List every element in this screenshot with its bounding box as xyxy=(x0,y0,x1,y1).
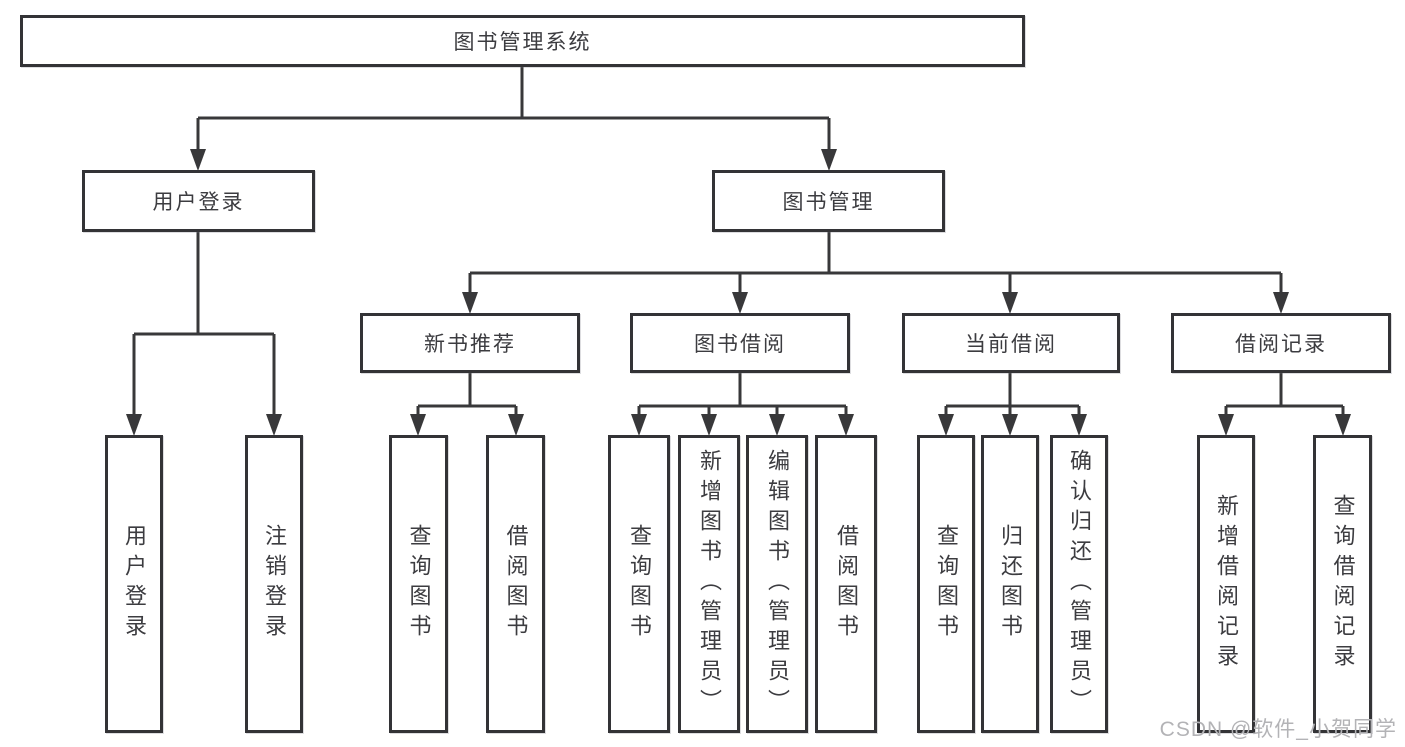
leaf-current-return-books-label: 归还图书 xyxy=(998,524,1023,644)
leaf-newbook-borrow-books: 借阅图书 xyxy=(486,435,545,733)
arrow-down-icon xyxy=(266,414,282,436)
node-book-borrow: 图书借阅 xyxy=(630,313,850,373)
arrow-down-icon xyxy=(1071,414,1087,436)
node-current-borrow-label: 当前借阅 xyxy=(965,333,1057,356)
arrow-down-icon xyxy=(410,414,426,436)
leaf-newbook-borrow-books-label: 借阅图书 xyxy=(503,524,529,644)
arrow-down-icon xyxy=(508,414,524,436)
leaf-borrow-add-books-admin-label: 新增图书（管理员） xyxy=(697,449,722,719)
arrow-down-icon xyxy=(838,414,854,436)
leaf-records-query-record: 查询借阅记录 xyxy=(1313,435,1372,733)
arrow-down-icon xyxy=(821,149,837,171)
leaf-records-query-record-label: 查询借阅记录 xyxy=(1330,494,1356,674)
leaf-borrow-borrow-books-label: 借阅图书 xyxy=(834,524,859,644)
arrow-down-icon xyxy=(701,414,717,436)
node-current-borrow: 当前借阅 xyxy=(902,313,1120,373)
leaf-borrow-query-books: 查询图书 xyxy=(608,435,670,733)
leaf-borrow-edit-books-admin: 编辑图书（管理员） xyxy=(746,435,808,733)
arrow-down-icon xyxy=(631,414,647,436)
leaf-newbook-query-books: 查询图书 xyxy=(389,435,448,733)
leaf-current-query-books-label: 查询图书 xyxy=(934,524,959,644)
arrow-down-icon xyxy=(462,292,478,314)
leaf-borrow-borrow-books: 借阅图书 xyxy=(815,435,877,733)
leaf-current-return-books: 归还图书 xyxy=(981,435,1039,733)
node-book-management: 图书管理 xyxy=(712,170,945,232)
leaf-user-login-label: 用户登录 xyxy=(122,524,147,644)
arrow-down-icon xyxy=(1335,414,1351,436)
arrow-down-icon xyxy=(126,414,142,436)
arrow-down-icon xyxy=(769,414,785,436)
arrow-down-icon xyxy=(190,149,206,171)
connector-path xyxy=(132,67,1345,417)
leaf-user-login: 用户登录 xyxy=(105,435,163,733)
leaf-logout: 注销登录 xyxy=(245,435,303,733)
leaf-logout-label: 注销登录 xyxy=(262,524,287,644)
node-borrow-records-label: 借阅记录 xyxy=(1235,333,1327,356)
node-user-login: 用户登录 xyxy=(82,170,315,232)
node-root-label: 图书管理系统 xyxy=(453,31,592,54)
leaf-borrow-edit-books-admin-label: 编辑图书（管理员） xyxy=(765,449,790,719)
arrow-down-icon xyxy=(1002,414,1018,436)
node-new-book-recommend: 新书推荐 xyxy=(360,313,580,373)
leaf-current-confirm-return-admin: 确认归还（管理员） xyxy=(1050,435,1108,733)
node-user-login-label: 用户登录 xyxy=(152,191,245,214)
node-borrow-records: 借阅记录 xyxy=(1171,313,1391,373)
leaf-current-confirm-return-admin-label: 确认归还（管理员） xyxy=(1067,449,1092,719)
leaf-borrow-query-books-label: 查询图书 xyxy=(627,524,652,644)
arrow-down-icon xyxy=(1002,292,1018,314)
node-book-borrow-label: 图书借阅 xyxy=(694,333,786,356)
arrow-down-icon xyxy=(1273,292,1289,314)
node-new-book-recommend-label: 新书推荐 xyxy=(424,333,516,356)
leaf-records-add-record-label: 新增借阅记录 xyxy=(1214,494,1239,674)
leaf-newbook-query-books-label: 查询图书 xyxy=(406,524,432,644)
arrow-down-icon xyxy=(938,414,954,436)
arrow-down-icon xyxy=(1218,414,1234,436)
node-root: 图书管理系统 xyxy=(20,15,1025,67)
leaf-current-query-books: 查询图书 xyxy=(917,435,975,733)
leaf-borrow-add-books-admin: 新增图书（管理员） xyxy=(678,435,740,733)
node-book-management-label: 图书管理 xyxy=(782,191,875,214)
arrow-down-icon xyxy=(732,292,748,314)
leaf-records-add-record: 新增借阅记录 xyxy=(1197,435,1255,733)
